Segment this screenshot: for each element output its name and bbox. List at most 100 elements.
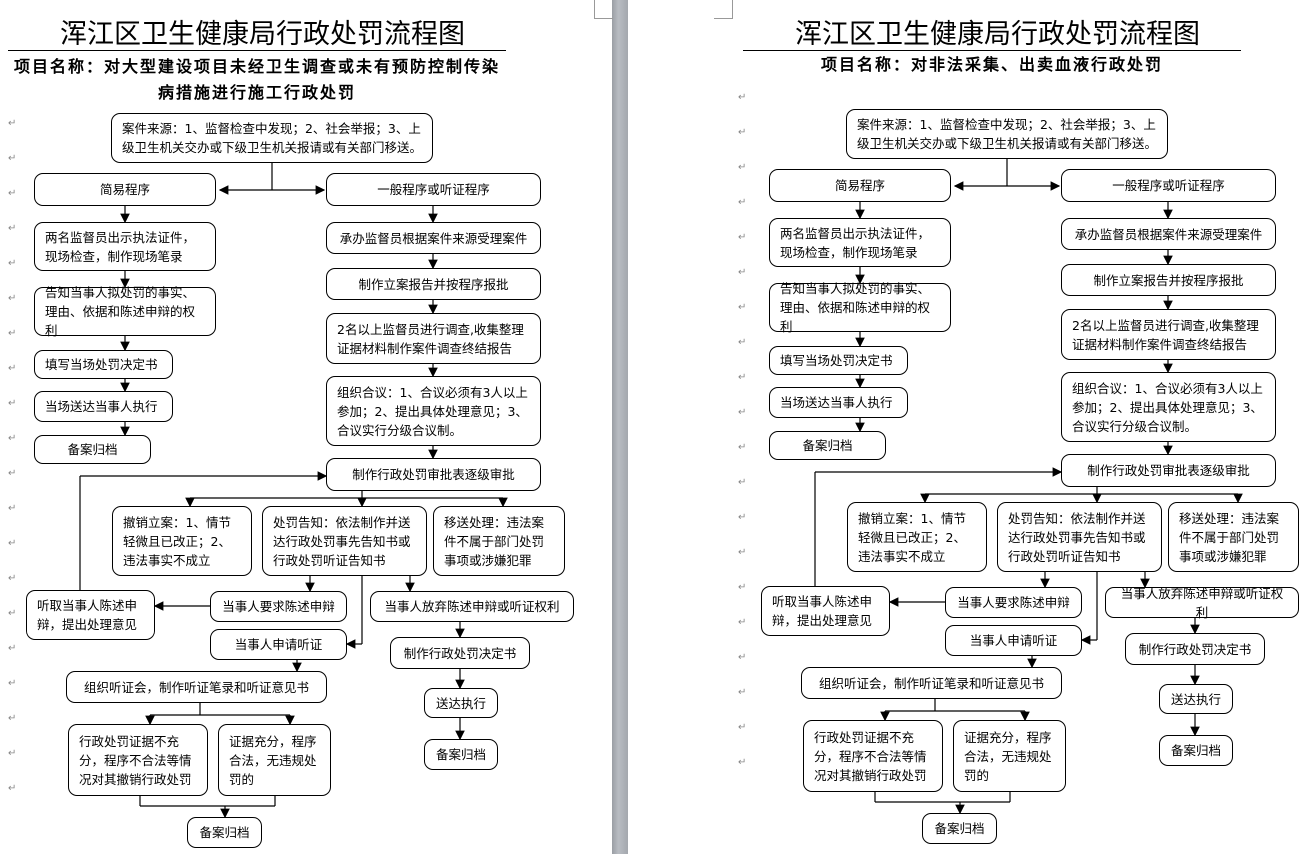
flow-box-waive: 当事人放弃陈述申辩或听证权利: [1105, 586, 1299, 620]
paragraph-mark-icon: ↵: [8, 468, 17, 479]
paragraph-mark-icon: ↵: [8, 328, 17, 339]
flow-box-hear: 听取当事人陈述申辩，提出处理意见: [761, 586, 890, 636]
flow-box-simple: 简易程序: [34, 173, 216, 206]
paragraph-mark-icon: ↵: [8, 363, 17, 374]
flow-box-archive-r: 备案归档: [424, 739, 498, 770]
paragraph-mark-icon: ↵: [8, 188, 17, 199]
flow-box-cancel: 撤销立案：1、情节轻微且已改正；2、违法事实不成立: [847, 502, 987, 572]
paragraph-mark-icon: ↵: [8, 118, 17, 129]
paragraph-mark-icon: ↵: [738, 687, 747, 698]
flow-box-cancel: 撤销立案：1、情节轻微且已改正；2、违法事实不成立: [112, 506, 252, 576]
paragraph-mark-icon: ↵: [738, 547, 747, 558]
paragraph-mark-icon: ↵: [738, 757, 747, 768]
flow-box-g3: 2名以上监督员进行调查,收集整理证据材料制作案件调查终结报告: [1061, 309, 1276, 360]
paragraph-mark-icon: ↵: [738, 162, 747, 173]
flow-box-deliver: 送达执行: [424, 688, 498, 718]
flow-box-hear: 听取当事人陈述申辩，提出处理意见: [26, 590, 155, 640]
flow-box-general: 一般程序或听证程序: [1061, 169, 1276, 202]
flow-box-s4: 当场送达当事人执行: [769, 387, 908, 418]
flow-box-s3: 填写当场处罚决定书: [769, 346, 908, 375]
project-name: 项目名称：对大型建设项目未经卫生调查或未有预防控制传染病措施进行施工行政处罚: [13, 57, 500, 102]
paragraph-mark-icon: ↵: [738, 372, 747, 383]
flow-box-sufficient: 证据充分，程序合法，无违规处罚的: [953, 720, 1066, 792]
flow-box-g1: 承办监督员根据案件来源受理案件: [326, 222, 541, 254]
project-name: 项目名称：对非法采集、出卖血液行政处罚: [820, 55, 1163, 74]
paragraph-mark-icon: ↵: [8, 293, 17, 304]
flow-box-s2: 告知当事人拟处罚的事实、理由、依据和陈述申辩的权利: [34, 285, 216, 338]
flow-box-notify: 处罚告知：依法制作并送达行政处罚事先告知书或行政处罚听证告知书: [997, 502, 1162, 572]
paragraph-mark-icon: ↵: [738, 582, 747, 593]
flow-box-notify: 处罚告知：依法制作并送达行政处罚事先告知书或行政处罚听证告知书: [262, 506, 427, 576]
flow-box-approve: 制作行政处罚审批表逐级审批: [326, 458, 541, 491]
paragraph-mark-icon: ↵: [8, 643, 17, 654]
flow-box-transfer: 移送处理：违法案件不属于部门处罚事项或涉嫌犯罪: [433, 506, 565, 576]
flow-box-deliver: 送达执行: [1159, 684, 1233, 714]
page-title: 浑江区卫生健康局行政处罚流程图: [795, 19, 1200, 50]
title-underline: [8, 50, 506, 51]
flow-box-sufficient: 证据充分，程序合法，无违规处罚的: [218, 724, 331, 796]
flow-box-s3: 填写当场处罚决定书: [34, 350, 173, 379]
paragraph-mark-icon: ↵: [738, 512, 747, 523]
flow-box-archive-r: 备案归档: [1159, 735, 1233, 766]
flow-box-g4: 组织合议：1、合议必须有3人以上参加；2、提出具体处理意见；3、合议实行分级合议…: [1061, 372, 1276, 442]
paragraph-mark-icon: ↵: [8, 258, 17, 269]
flow-box-g2: 制作立案报告并按程序报批: [326, 268, 541, 300]
title-underline: [743, 50, 1241, 51]
flow-box-s4: 当场送达当事人执行: [34, 391, 173, 422]
paragraph-mark-icon: ↵: [738, 127, 747, 138]
paragraph-mark-icon: ↵: [8, 573, 17, 584]
paragraph-mark-icon: ↵: [738, 652, 747, 663]
paragraph-mark-icon: ↵: [738, 407, 747, 418]
flow-box-g3: 2名以上监督员进行调查,收集整理证据材料制作案件调查终结报告: [326, 313, 541, 364]
flow-box-source: 案件来源：1、监督检查中发现；2、社会举报；3、上级卫生机关交办或下级卫生机关报…: [846, 109, 1168, 159]
page-corner-mark: [594, 0, 613, 19]
flow-box-archive-f: 备案归档: [922, 813, 997, 844]
paragraph-mark-icon: ↵: [738, 722, 747, 733]
paragraph-mark-icon: ↵: [738, 267, 747, 278]
paragraph-mark-icon: ↵: [8, 503, 17, 514]
flow-box-decision: 制作行政处罚决定书: [390, 637, 530, 669]
paragraph-mark-icon: ↵: [738, 232, 747, 243]
page-corner-mark: [714, 0, 733, 19]
paragraph-mark-icon: ↵: [738, 442, 747, 453]
paragraph-mark-icon: ↵: [738, 617, 747, 628]
paragraph-mark-icon: ↵: [8, 538, 17, 549]
flow-box-insufficient: 行政处罚证据不充分，程序不合法等情况对其撤销行政处罚: [803, 720, 943, 792]
paragraph-mark-icon: ↵: [8, 783, 17, 794]
flow-box-s5: 备案归档: [34, 435, 151, 464]
flow-box-g4: 组织合议：1、合议必须有3人以上参加；2、提出具体处理意见；3、合议实行分级合议…: [326, 376, 541, 446]
flow-box-transfer: 移送处理：违法案件不属于部门处罚事项或涉嫌犯罪: [1168, 502, 1299, 572]
paragraph-mark-icon: ↵: [8, 153, 17, 164]
page-gap: [612, 0, 628, 854]
flow-box-s1: 两名监督员出示执法证件，现场检查，制作现场笔录: [34, 222, 216, 271]
paragraph-mark-icon: ↵: [738, 92, 747, 103]
paragraph-mark-icon: ↵: [8, 608, 17, 619]
paragraph-mark-icon: ↵: [8, 223, 17, 234]
paragraph-mark-icon: ↵: [8, 398, 17, 409]
flow-box-g1: 承办监督员根据案件来源受理案件: [1061, 218, 1276, 250]
paragraph-mark-icon: ↵: [8, 433, 17, 444]
flow-box-apply: 当事人申请听证: [210, 629, 347, 660]
flow-box-request: 当事人要求陈述申辩: [945, 587, 1082, 618]
flow-box-request: 当事人要求陈述申辩: [210, 591, 347, 622]
flow-box-approve: 制作行政处罚审批表逐级审批: [1061, 454, 1276, 487]
flow-box-meeting: 组织听证会，制作听证笔录和听证意见书: [801, 667, 1062, 699]
page-title: 浑江区卫生健康局行政处罚流程图: [60, 19, 465, 50]
flow-box-meeting: 组织听证会，制作听证笔录和听证意见书: [66, 671, 327, 703]
flow-box-g2: 制作立案报告并按程序报批: [1061, 264, 1276, 296]
paragraph-mark-icon: ↵: [738, 197, 747, 208]
paragraph-mark-icon: ↵: [738, 337, 747, 348]
flow-box-waive: 当事人放弃陈述申辩或听证权利: [370, 591, 574, 622]
flow-box-archive-f: 备案归档: [187, 817, 262, 848]
flow-box-s5: 备案归档: [769, 431, 886, 460]
paragraph-mark-icon: ↵: [8, 713, 17, 724]
paragraph-mark-icon: ↵: [738, 477, 747, 488]
flow-box-s2: 告知当事人拟处罚的事实、理由、依据和陈述申辩的权利: [769, 281, 951, 334]
paragraph-mark-icon: ↵: [8, 678, 17, 689]
flow-box-general: 一般程序或听证程序: [326, 173, 541, 206]
paragraph-mark-icon: ↵: [8, 748, 17, 759]
flow-box-insufficient: 行政处罚证据不充分，程序不合法等情况对其撤销行政处罚: [68, 724, 208, 796]
paragraph-mark-icon: ↵: [738, 302, 747, 313]
flow-box-apply: 当事人申请听证: [945, 625, 1082, 656]
